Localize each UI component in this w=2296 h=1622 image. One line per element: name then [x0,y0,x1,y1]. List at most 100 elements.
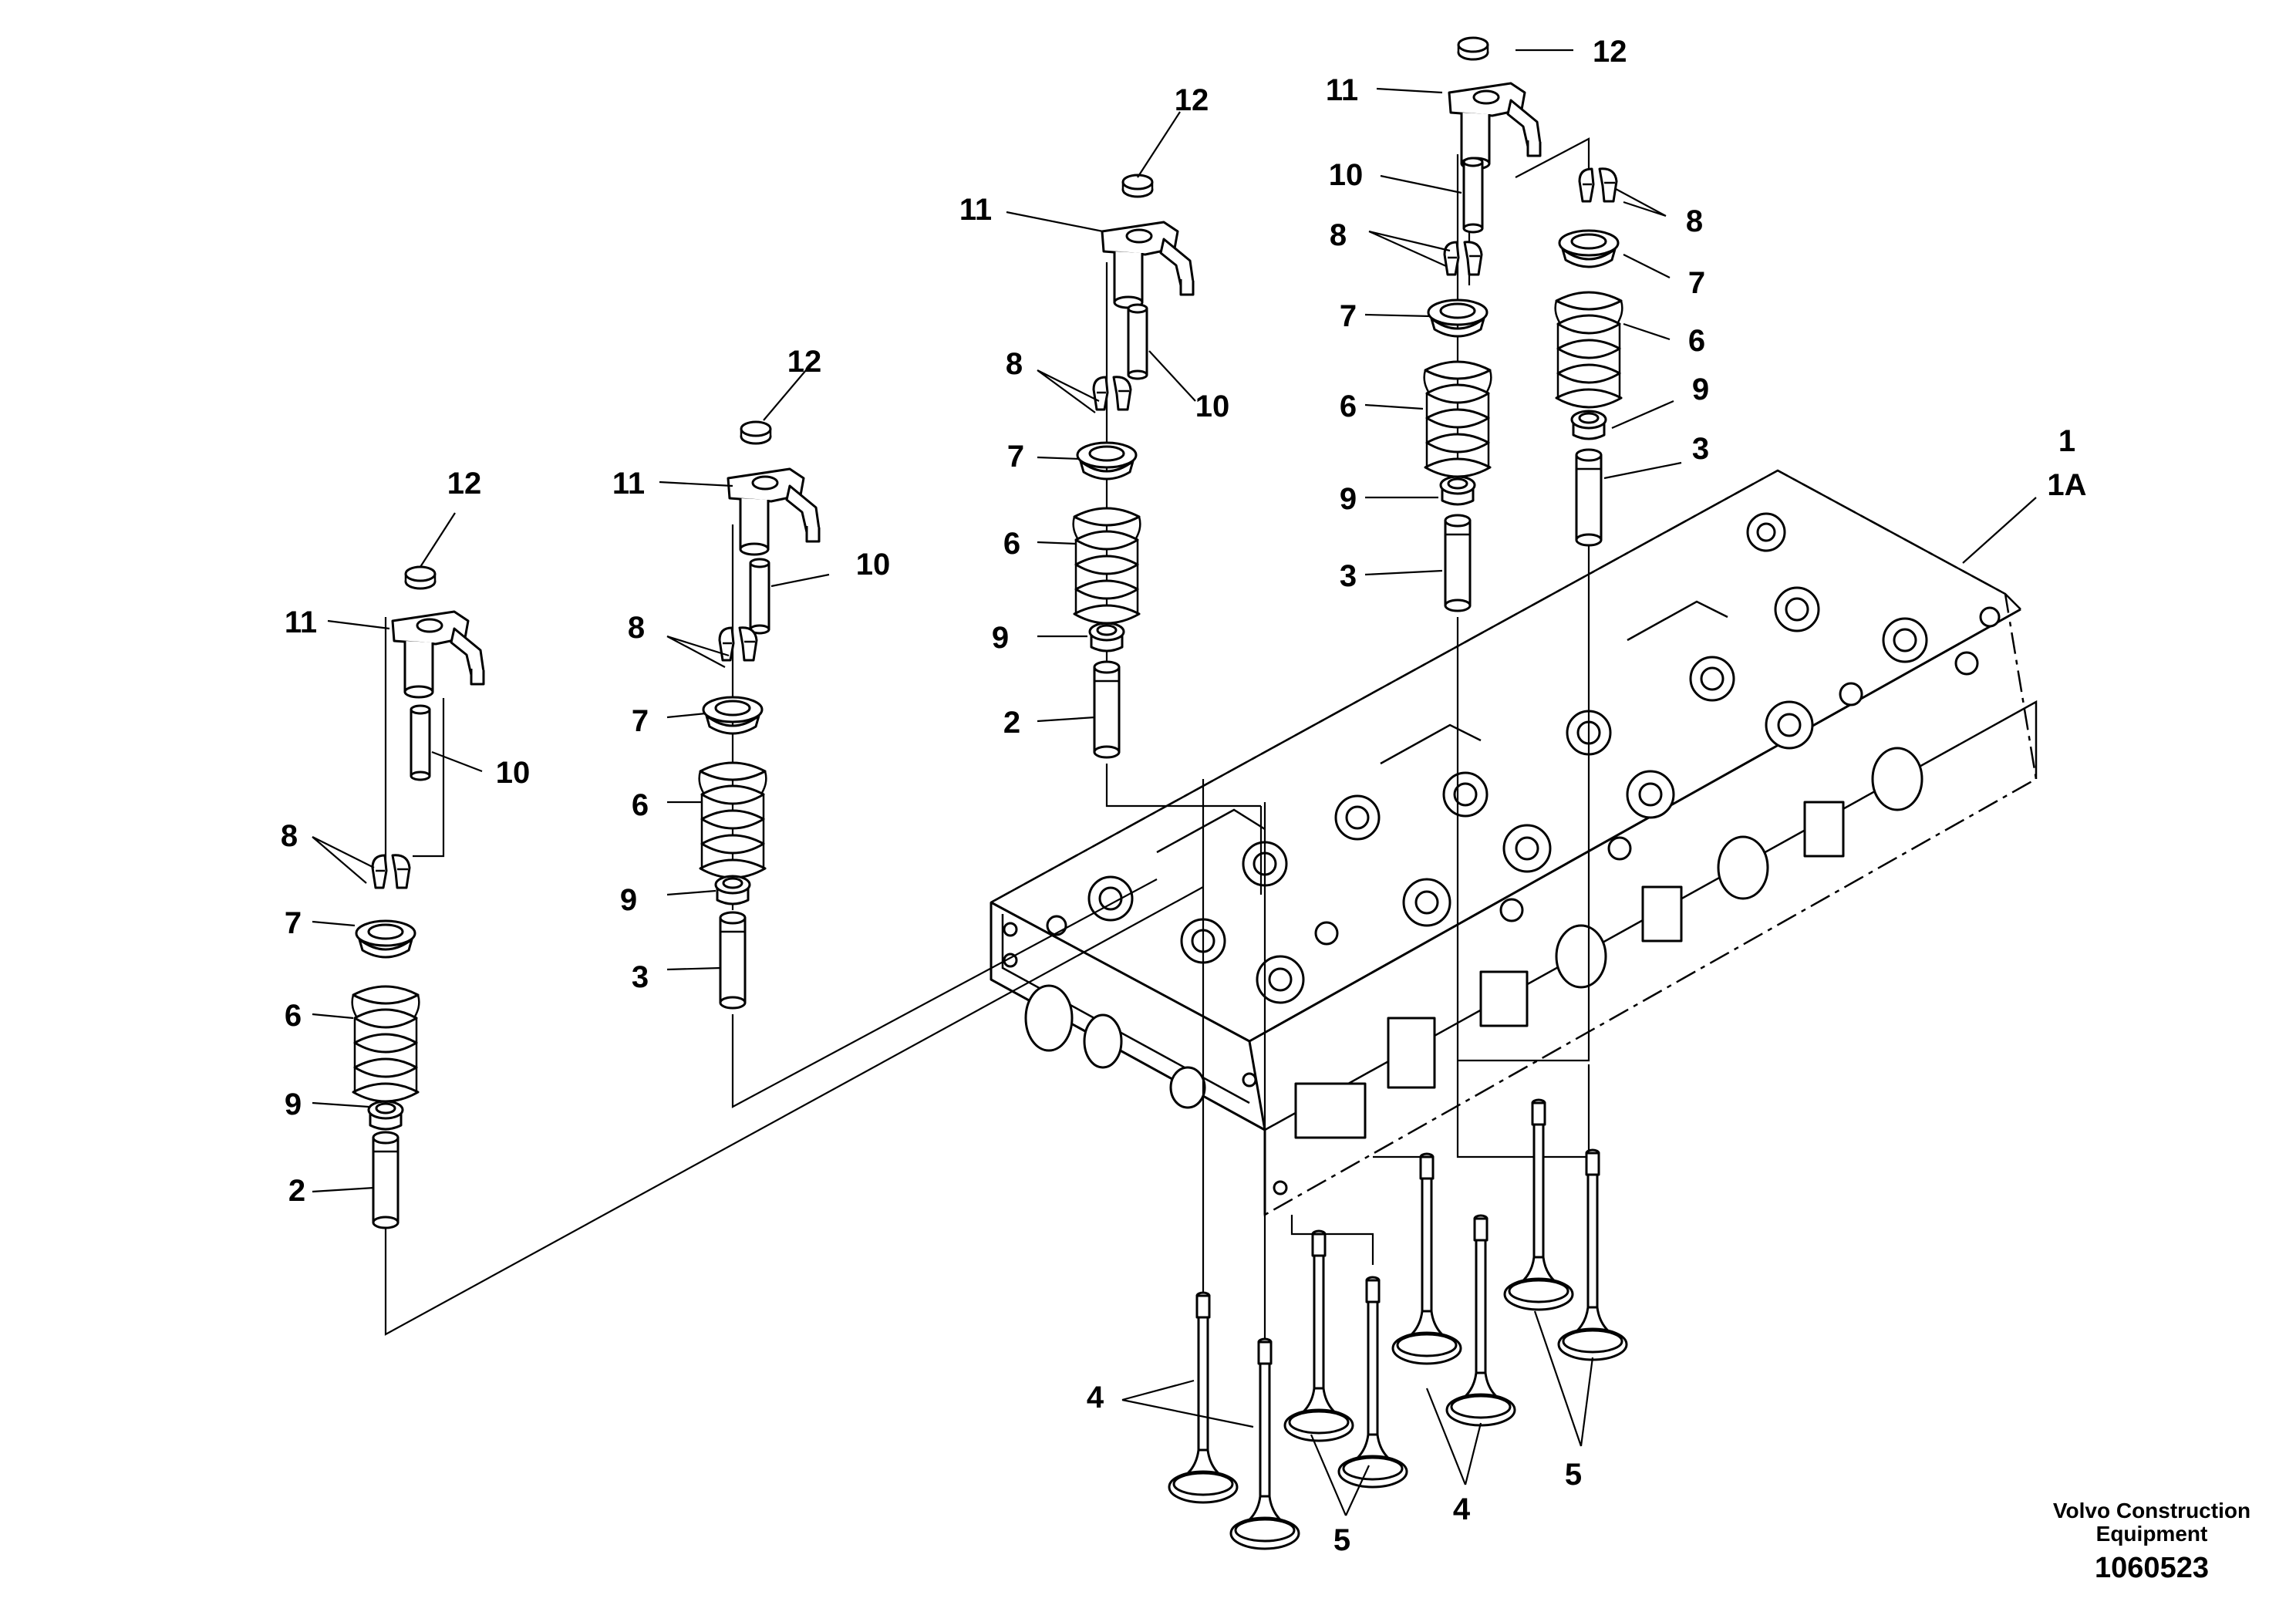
valve-keepers [371,854,411,889]
spring-retainer [702,696,764,735]
callout-8: 8 [1330,218,1347,252]
callout-9: 9 [1340,482,1357,516]
callout-3: 3 [1340,559,1357,593]
valve-assembly-group-3 [1072,174,1266,1357]
valve-spring [1423,360,1492,478]
valve-guide [1444,514,1472,612]
callout-11: 11 [612,467,645,501]
exhaust-valve [1283,1229,1354,1442]
callout-3: 3 [632,960,649,994]
rocker-arm [391,610,485,699]
rocker-cap [1457,36,1489,61]
rocker-arm [1448,82,1542,170]
callout-7: 7 [285,906,302,940]
callout-2: 2 [288,1174,305,1208]
callout-10: 10 [1329,158,1364,192]
valve-spring [1554,291,1623,409]
valve-assembly-group-2 [698,420,1158,1108]
callout-10: 10 [1195,389,1230,423]
footer-credit: Volvo Construction Equipment 1060523 [2053,1499,2250,1584]
rocker-pin [749,558,770,635]
callout-11: 11 [285,605,317,639]
callout-1: 1 [2058,424,2075,458]
callout-10: 10 [496,756,531,790]
valve-spring [351,985,420,1103]
rocker-pin [1462,157,1484,234]
valve-guide [1093,660,1121,759]
callout-1a: 1A [2047,468,2086,502]
rocker-arm [1101,221,1195,309]
exhaust-valve [1503,1098,1574,1311]
inlet-valve [1391,1152,1462,1365]
callout-11: 11 [1326,73,1358,107]
valve-assembly-group-5 [1458,137,1623,1062]
callout-4: 4 [1453,1492,1471,1526]
callout-9: 9 [285,1088,302,1121]
figure-code: 1060523 [2095,1552,2209,1584]
callout-11: 11 [959,193,992,227]
inlet-valve [1445,1214,1516,1427]
callout-9: 9 [992,621,1009,655]
valve-stem-seal [1439,475,1476,506]
valve-spring [1072,507,1141,625]
spring-retainer [1076,441,1138,481]
valve-assembly-group-1 [351,565,1204,1336]
callout-9: 9 [1692,373,1709,406]
callout-8: 8 [281,819,298,853]
callout-6: 6 [1340,389,1357,423]
exhaust-valve [1337,1276,1408,1489]
callout-12: 12 [1175,83,1209,117]
valve-stem-seal [1088,622,1125,653]
manufacturer-name: Volvo Construction [2053,1499,2250,1523]
valve-stem-seal [367,1100,404,1131]
callout-6: 6 [285,999,302,1033]
valve-guide [1575,448,1603,547]
valve-stem-seal [1570,410,1607,440]
callout-12: 12 [787,345,822,379]
callout-10: 10 [856,548,891,582]
callout-2: 2 [1003,706,1020,740]
rocker-arm [727,467,821,556]
callout-12: 12 [1593,35,1627,69]
valve-keepers [1578,167,1618,203]
rocker-cap [740,420,772,445]
exhaust-valve [1557,1148,1628,1361]
callout-7: 7 [1007,440,1024,474]
callout-6: 6 [1688,324,1705,358]
rocker-pin [1127,303,1148,380]
callout-7: 7 [632,704,649,738]
callout-9: 9 [620,883,637,917]
rocker-cap [404,565,437,590]
spring-retainer [355,919,416,959]
callout-5: 5 [1333,1523,1350,1557]
valves [1168,1064,1628,1550]
valve-spring [698,761,767,879]
valve-assembly-group-4 [1423,36,1542,1158]
valve-stem-seal [714,875,751,905]
callout-7: 7 [1340,299,1357,333]
callout-4: 4 [1087,1381,1104,1415]
valve-guide [372,1131,400,1229]
inlet-valve [1229,1337,1300,1550]
callout-labels: 1 1A 12 11 10 8 7 6 9 3 8 7 6 9 3 12 11 … [281,35,2087,1557]
head-front-ports [1003,747,1923,1195]
callout-7: 7 [1688,266,1705,300]
callout-6: 6 [1003,527,1020,561]
valve-keepers [718,626,758,662]
callout-8: 8 [1686,204,1703,238]
callout-leaders [312,49,2037,1516]
valve-keepers [1443,241,1483,276]
callout-12: 12 [447,467,482,501]
rocker-cap [1121,174,1154,198]
inlet-valve [1168,1291,1239,1504]
spring-retainer [1558,229,1620,268]
callout-8: 8 [628,611,645,645]
callout-5: 5 [1565,1458,1582,1492]
spring-retainer [1427,298,1489,338]
rocker-pin [410,704,431,781]
head-top-bosses [1046,512,2001,1004]
valve-guide [719,911,747,1010]
callout-6: 6 [632,788,649,822]
valve-keepers [1092,376,1132,411]
